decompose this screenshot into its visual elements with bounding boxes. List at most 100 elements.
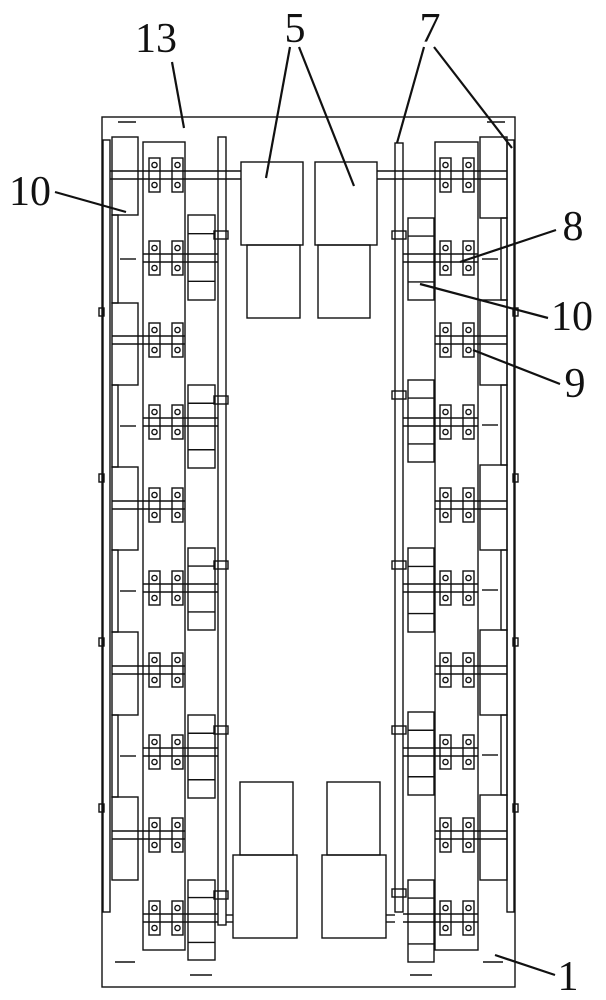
left-pin-hole: [151, 821, 158, 829]
left-pin-hole: [174, 161, 181, 169]
left-pin-plate: [171, 157, 184, 193]
right-pin-hole: [465, 758, 472, 766]
left-pin-hole: [174, 244, 181, 252]
right-pin-hole: [442, 428, 449, 436]
left-rail-pivot-tab: [98, 307, 105, 317]
right-pin-plate: [439, 322, 452, 358]
right-rail-pivot-tab: [512, 473, 519, 483]
right-pin-hole: [465, 676, 472, 684]
left-pin-plate: [148, 652, 161, 688]
right-pin-hole: [442, 841, 449, 849]
right-pin-hole: [465, 841, 472, 849]
right-guide-tab: [391, 390, 407, 400]
leader-line-bottom-right: [494, 953, 556, 977]
left-pin-hole: [174, 511, 181, 519]
left-pin-hole: [151, 511, 158, 519]
right-pin-plate: [462, 487, 475, 523]
left-pin-hole: [151, 904, 158, 912]
right-pin-hole: [442, 676, 449, 684]
right-pin-hole: [465, 264, 472, 272]
left-pin-hole: [151, 161, 158, 169]
callout-bottom-right: 1: [558, 954, 579, 1000]
right-pin-hole: [465, 491, 472, 499]
right-pin-hole: [442, 161, 449, 169]
right-pin-plate: [462, 157, 475, 193]
left-pin-hole: [151, 326, 158, 334]
bottom-left-box-lower: [232, 854, 298, 939]
right-rail-pivot-tab: [512, 307, 519, 317]
right-pin-plate: [462, 570, 475, 606]
right-pin-plate: [439, 817, 452, 853]
left-pin-hole: [174, 326, 181, 334]
leader-line-top-left: [170, 61, 186, 129]
left-pin-hole: [174, 676, 181, 684]
base-frame: [101, 116, 516, 988]
left-pin-plate: [148, 487, 161, 523]
left-pin-plate: [171, 652, 184, 688]
left-pin-plate: [171, 734, 184, 770]
left-pin-hole: [151, 428, 158, 436]
machine-layout: [98, 116, 519, 988]
left-pin-hole: [151, 738, 158, 746]
left-pin-hole: [174, 758, 181, 766]
right-pin-hole: [465, 821, 472, 829]
right-pin-plate: [439, 734, 452, 770]
right-chain-block: [479, 136, 508, 219]
right-guide-tab: [391, 888, 407, 898]
right-pin-plate: [439, 157, 452, 193]
left-pin-hole: [174, 181, 181, 189]
right-chain-block: [479, 299, 508, 386]
left-bracket-column: [142, 141, 186, 951]
right-pin-hole: [442, 574, 449, 582]
callout-left: 10: [9, 169, 51, 215]
left-guide-tab: [213, 230, 229, 240]
callout-top-right: 7: [420, 6, 441, 52]
right-pin-hole: [465, 738, 472, 746]
left-guide-bar: [217, 136, 227, 926]
left-pin-plate: [148, 322, 161, 358]
right-chain-block: [479, 629, 508, 716]
right-pin-plate: [462, 652, 475, 688]
right-pin-plate: [462, 900, 475, 936]
top-right-box-lower: [317, 244, 371, 319]
right-pin-hole: [442, 326, 449, 334]
left-pin-plate: [171, 570, 184, 606]
right-roller-block: [407, 879, 435, 963]
right-pin-hole: [442, 264, 449, 272]
right-pin-hole: [465, 346, 472, 354]
left-pin-hole: [151, 408, 158, 416]
right-pin-hole: [442, 346, 449, 354]
right-pin-plate: [439, 240, 452, 276]
left-pin-hole: [151, 656, 158, 664]
leader-line-right-lower: [472, 348, 561, 386]
right-pin-hole: [442, 491, 449, 499]
right-guide-tab: [391, 560, 407, 570]
right-rail-pivot-tab: [512, 803, 519, 813]
right-pin-hole: [442, 821, 449, 829]
leader-line-top-center-a: [264, 46, 292, 179]
right-pin-hole: [465, 161, 472, 169]
leader-line-top-center-b: [297, 46, 356, 187]
left-rail-pivot-tab: [98, 473, 105, 483]
left-pin-plate: [148, 404, 161, 440]
left-pin-hole: [174, 738, 181, 746]
left-guide-tab: [213, 560, 229, 570]
right-pin-plate: [462, 734, 475, 770]
right-roller-block: [407, 547, 435, 633]
right-bracket-column: [434, 141, 479, 951]
left-pin-hole: [151, 758, 158, 766]
left-pin-plate: [171, 487, 184, 523]
left-chain-block: [111, 136, 139, 216]
right-pin-hole: [442, 181, 449, 189]
left-pin-hole: [151, 676, 158, 684]
left-pin-plate: [171, 404, 184, 440]
callout-right-middle: 10: [551, 294, 593, 340]
right-chain-block: [479, 464, 508, 551]
right-pin-hole: [442, 758, 449, 766]
left-outer-rail: [102, 139, 111, 913]
left-pin-hole: [174, 574, 181, 582]
left-roller-block: [187, 879, 216, 961]
left-pin-hole: [174, 656, 181, 664]
right-pin-hole: [465, 326, 472, 334]
